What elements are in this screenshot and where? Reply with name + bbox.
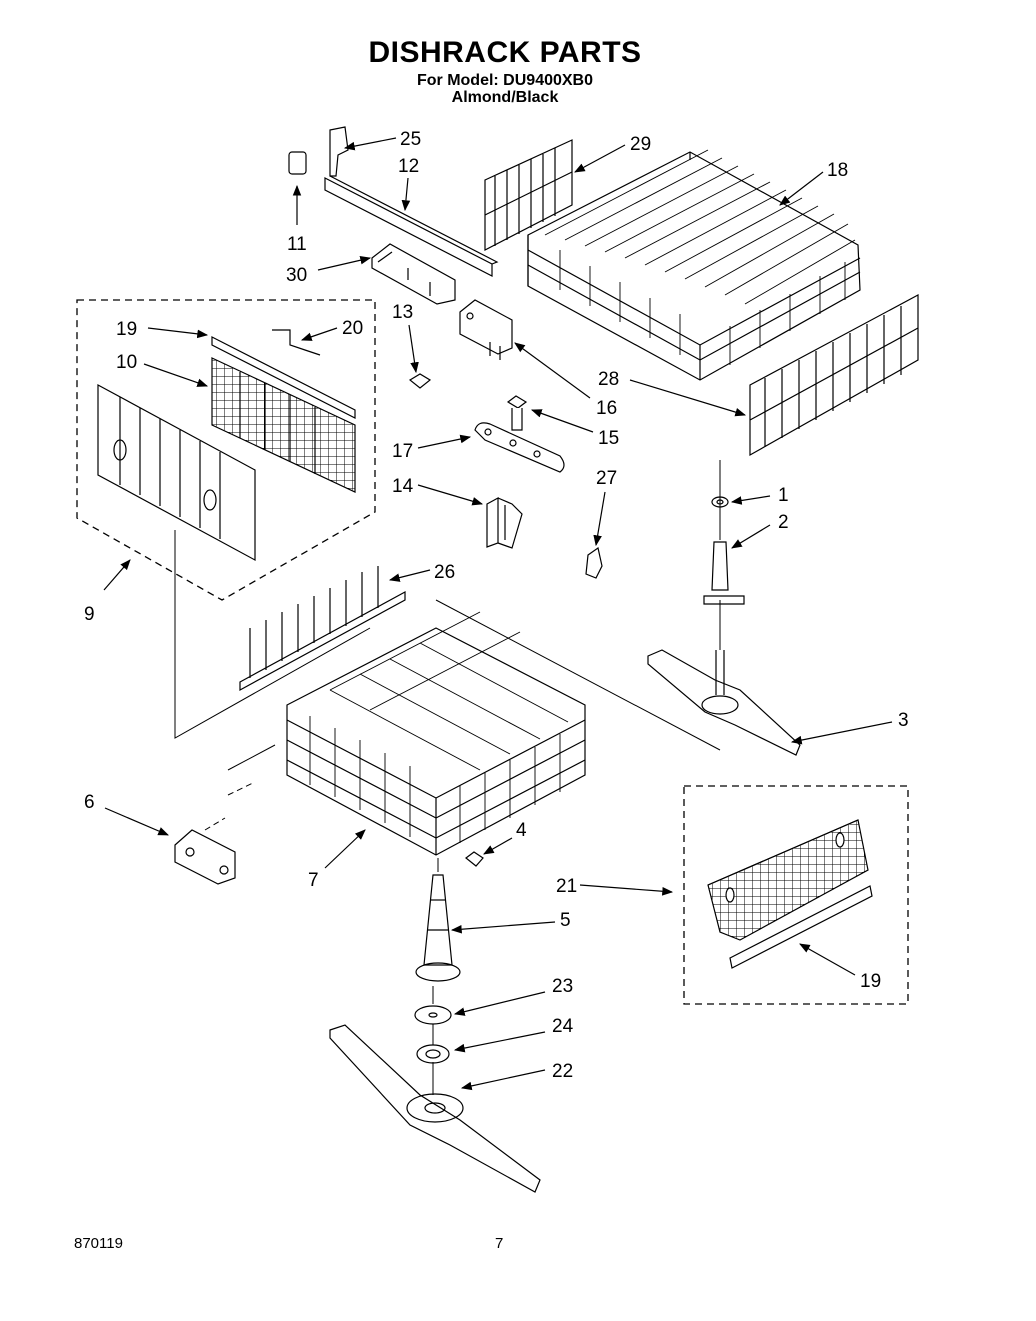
page-number: 7	[495, 1235, 504, 1252]
arrow-27	[593, 491, 606, 547]
tine-strip-19	[211, 336, 356, 419]
callout-17: 17	[392, 441, 413, 462]
tine-row-26	[239, 566, 406, 692]
callout-15: 15	[598, 428, 619, 449]
callout-4: 4	[516, 820, 527, 841]
callout-16: 16	[596, 398, 617, 419]
arrow-16	[514, 342, 591, 399]
arrow-23	[453, 991, 546, 1016]
arrow-28	[629, 379, 747, 417]
arrow-30	[317, 255, 372, 271]
arrow-10	[143, 363, 209, 387]
arrow-24	[453, 1031, 546, 1053]
callout-26: 26	[434, 562, 455, 583]
callout-18: 18	[827, 160, 848, 181]
basket-panel-10	[211, 357, 356, 493]
callout-20: 20	[342, 318, 363, 339]
arrow-9	[103, 559, 131, 591]
seal-23	[414, 1005, 452, 1025]
callout-24: 24	[552, 1016, 574, 1037]
arrow-25	[343, 137, 397, 151]
arrow-19b	[799, 943, 856, 976]
arrow-13	[408, 324, 419, 374]
callout-5: 5	[560, 910, 571, 931]
door-panel-9	[97, 383, 256, 562]
callout-19b: 19	[860, 971, 881, 992]
callout-23: 23	[552, 976, 573, 997]
callout-13: 13	[392, 302, 413, 323]
arrow-22	[460, 1069, 546, 1091]
arrow-19a	[147, 327, 209, 339]
callout-3: 3	[898, 710, 909, 731]
arrow-12	[401, 177, 411, 212]
callout-21: 21	[556, 876, 577, 897]
upper-rack-side-tines-29	[484, 139, 573, 251]
arrow-17	[417, 434, 472, 449]
rail-bracket-30	[371, 243, 456, 305]
arrow-29	[574, 144, 626, 173]
callout-11: 11	[287, 234, 307, 255]
rack-pivot-14	[486, 496, 523, 549]
wheel-15	[506, 395, 528, 431]
callout-22: 22	[552, 1061, 573, 1082]
callout-28: 28	[598, 369, 619, 390]
screw-13	[408, 373, 432, 389]
callout-arrows	[103, 137, 893, 1091]
model-line: For Model: DU9400XB0	[416, 72, 594, 89]
color-line: Almond/Black	[451, 89, 559, 106]
arrow-1	[730, 495, 771, 505]
callout-labels: 25 12 11 30 29 18 19 20 10 13 28 16 15 1…	[84, 129, 909, 1082]
upper-rack	[527, 149, 861, 381]
wheel-arm-17	[474, 422, 565, 473]
tine-strip-19-lower	[729, 885, 873, 969]
callout-7: 7	[308, 870, 319, 891]
bearing-24	[416, 1044, 450, 1064]
page-title: DISHRACK PARTS	[368, 36, 642, 69]
nut-4	[465, 851, 484, 867]
group-21-dashed-outline	[683, 785, 909, 1005]
spray-tower-5	[415, 874, 461, 982]
arrow-7	[324, 829, 366, 869]
document-number: 870119	[74, 1235, 123, 1252]
callout-19a: 19	[116, 319, 137, 340]
arrow-6	[104, 807, 169, 836]
wheel-assembly-6	[174, 829, 236, 885]
upper-spray-arm-3	[647, 649, 801, 756]
arrow-2	[731, 524, 771, 549]
silverware-basket-21	[707, 819, 869, 941]
group-9-dashed-outline	[76, 299, 376, 601]
arrow-5	[450, 921, 556, 934]
arrow-26	[388, 569, 431, 582]
callout-12: 12	[398, 156, 419, 177]
arrow-18	[779, 171, 824, 206]
stop-bracket-16	[459, 299, 513, 360]
arrow-3	[790, 721, 893, 745]
arrow-4	[483, 837, 513, 855]
arrow-20	[300, 327, 338, 341]
upper-rack-side-tines-28	[749, 293, 919, 457]
callout-25: 25	[400, 129, 421, 150]
callout-1: 1	[778, 485, 789, 506]
callout-29: 29	[630, 134, 651, 155]
rail-clip-25	[329, 126, 349, 177]
arrow-15	[530, 409, 594, 433]
clip-20	[272, 329, 321, 356]
callout-2: 2	[778, 512, 789, 533]
callout-30: 30	[286, 265, 307, 286]
callout-6: 6	[84, 792, 95, 813]
assembly-lines	[174, 460, 721, 1095]
callout-27: 27	[596, 468, 617, 489]
rack-rail-12	[324, 175, 499, 277]
clip-27	[585, 546, 603, 579]
callout-9: 9	[84, 604, 95, 625]
callout-10: 10	[116, 352, 137, 373]
arrow-14	[417, 484, 484, 506]
lower-spray-arm-22	[329, 1024, 541, 1193]
arrow-21	[579, 884, 674, 896]
lower-rack	[286, 611, 586, 856]
spray-tube-2	[703, 541, 745, 605]
callout-14: 14	[392, 476, 414, 497]
bumper-11	[288, 151, 307, 175]
